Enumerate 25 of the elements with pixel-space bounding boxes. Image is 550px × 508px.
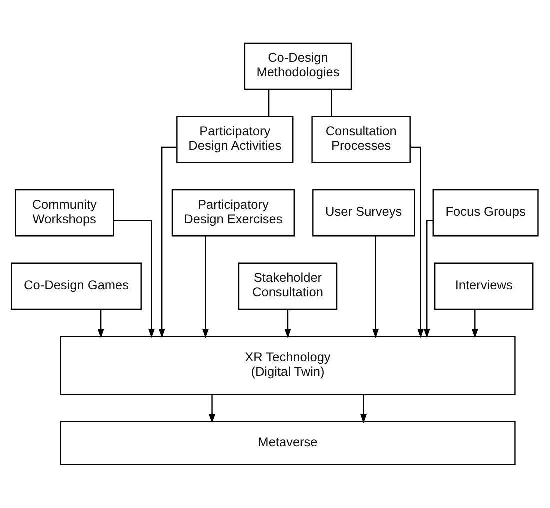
node-box: Consultation Processes [312, 116, 411, 164]
node-box: Focus Groups [432, 189, 539, 237]
arrow [114, 220, 155, 338]
arrow [158, 146, 177, 338]
arrow [472, 310, 478, 338]
node-box: Participatory Design Exercises [172, 189, 295, 237]
arrow [98, 310, 104, 338]
connector [331, 90, 332, 117]
arrow [209, 394, 216, 424]
node-box: User Surveys [312, 189, 416, 237]
arrow [372, 236, 380, 338]
node-box: Stakeholder Consultation [238, 262, 338, 310]
node-box: Metaverse [60, 421, 516, 466]
arrow [202, 236, 209, 338]
arrow [410, 146, 424, 338]
node-box: Co-Design Methodologies [244, 42, 352, 90]
node-box: Participatory Design Activities [176, 116, 294, 164]
node-box: Co-Design Games [11, 262, 142, 310]
connector [268, 90, 270, 117]
arrow [424, 220, 434, 338]
node-box: Interviews [434, 262, 534, 310]
node-box: XR Technology (Digital Twin) [60, 336, 516, 396]
node-box: Community Workshops [15, 189, 114, 237]
arrow [284, 310, 292, 338]
arrow [360, 394, 367, 424]
